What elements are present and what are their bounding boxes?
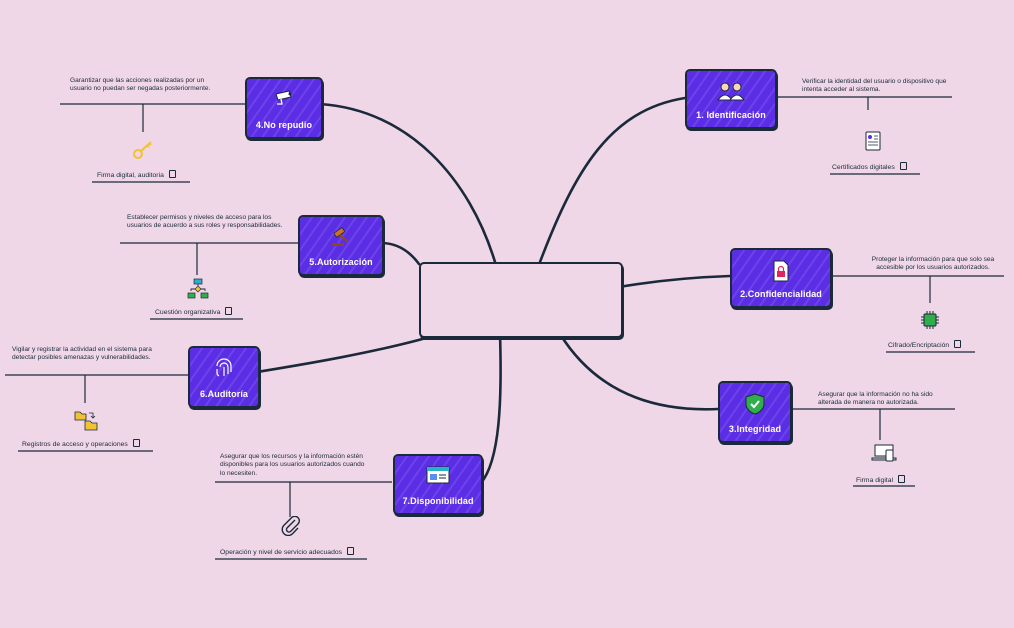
node-label: 1. Identificación [696, 110, 766, 120]
description-disponibilidad: Asegurar que los recursos y la informaci… [220, 453, 365, 477]
fingerprint-icon [216, 358, 232, 377]
camera-icon [275, 90, 292, 105]
node-label: 3.Integridad [728, 424, 782, 434]
node-no-repudio[interactable]: 4.No repudio [245, 77, 323, 139]
locked-file-icon [773, 260, 789, 282]
note-icon[interactable] [168, 170, 176, 178]
tag-auditoria: Registros de acceso y operaciones [22, 439, 140, 448]
description-autorizacion: Establecer permisos y niveles de acceso … [127, 214, 283, 230]
gavel-icon [332, 227, 349, 246]
folders-icon [74, 411, 98, 431]
description-identificacion: Verificar la identidad del usuario o dis… [802, 78, 947, 94]
node-autorizacion[interactable]: 5.Autorización [298, 215, 384, 276]
node-disponibilidad[interactable]: 7.Disponibilidad [393, 454, 483, 515]
note-icon[interactable] [347, 547, 355, 555]
node-integridad[interactable]: 3.Integridad [718, 381, 792, 443]
node-label: 6.Auditoría [199, 389, 249, 399]
tag-integridad: Firma digital [856, 475, 906, 484]
node-label: 4.No repudio [255, 120, 313, 130]
node-confidencialidad[interactable]: 2.Confidencialidad [730, 248, 832, 308]
note-icon[interactable] [899, 162, 907, 170]
flowchart-icon [187, 278, 209, 299]
node-label: 7.Disponibilidad [402, 496, 474, 506]
key-icon [133, 141, 152, 159]
browser-window-icon [426, 466, 450, 484]
paperclip-icon [281, 516, 301, 536]
chip-icon [921, 311, 939, 329]
note-icon[interactable] [225, 307, 233, 315]
note-icon[interactable] [898, 475, 906, 483]
tag-disponibilidad: Operación y nivel de servicio adecuados [220, 547, 355, 556]
people-icon [717, 82, 745, 101]
note-icon[interactable] [132, 439, 140, 447]
description-integridad: Asegurar que la información no ha sido a… [818, 391, 933, 407]
shield-check-icon [745, 393, 765, 415]
tag-text: Certificados digitales [832, 164, 895, 171]
node-identificacion[interactable]: 1. Identificación [685, 69, 777, 129]
tag-text: Cifrado/Encriptación [888, 342, 950, 349]
tag-confidencialidad: Cifrado/Encriptación [888, 340, 962, 349]
tag-text: Firma digital, auditoria [97, 172, 164, 179]
node-label: 2.Confidencialidad [740, 289, 822, 299]
tag-text: Cuestión organizativa [155, 309, 221, 316]
description-auditoria: Vigilar y registrar la actividad en el s… [12, 346, 152, 362]
node-label: 5.Autorización [309, 257, 373, 267]
description-no-repudio: Garantizar que las acciones realizadas p… [70, 77, 211, 93]
tag-text: Registros de acceso y operaciones [22, 441, 128, 448]
tag-no-repudio: Firma digital, auditoria [97, 170, 176, 179]
tag-autorizacion: Cuestión organizativa [155, 307, 233, 316]
description-confidencialidad: Proteger la información para que solo se… [871, 256, 995, 272]
tag-identificacion: Certificados digitales [832, 162, 907, 171]
tag-text: Operación y nivel de servicio adecuados [220, 549, 343, 556]
central-topic-box[interactable] [419, 262, 623, 338]
note-icon[interactable] [954, 340, 962, 348]
devices-icon [871, 444, 897, 462]
tag-text: Firma digital [856, 477, 894, 484]
document-icon [865, 131, 881, 151]
node-auditoria[interactable]: 6.Auditoría [188, 346, 260, 408]
